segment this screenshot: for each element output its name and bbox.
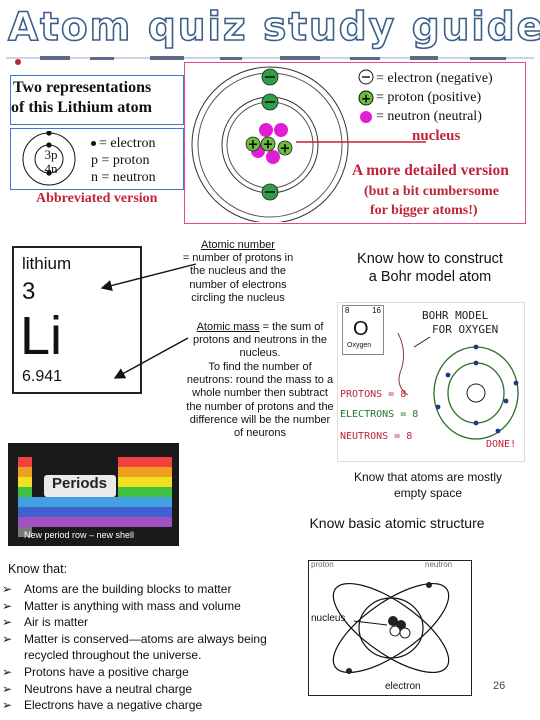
detailed-atom-diagram: + + + + bbox=[191, 66, 426, 222]
element-number: 3 bbox=[22, 278, 36, 305]
bohr-electrons: ELECTRONS = 8 bbox=[340, 409, 419, 420]
diagram-label-electron: electron bbox=[385, 681, 421, 692]
neutrons-tip: To find the number of neutrons: round th… bbox=[186, 361, 334, 440]
bohr-protons: PROTONS = 8 bbox=[340, 389, 407, 400]
electron-dot-icon bbox=[91, 141, 96, 147]
svg-text:+: + bbox=[248, 138, 259, 153]
abbreviated-caption: Abbreviated version bbox=[36, 191, 158, 206]
page-title: Atom quiz study guide bbox=[7, 4, 540, 51]
list-item: Matter is anything with mass and volume bbox=[0, 598, 270, 615]
diagram-label-top-right: neutron bbox=[425, 560, 453, 569]
periods-caption: New period row – new shell bbox=[24, 530, 135, 540]
bohr-neutrons: NEUTRONS = 8 bbox=[340, 431, 413, 442]
abbreviated-atom-box: 3p 4n = electron p = proton n = neutron bbox=[10, 128, 184, 190]
abbreviated-nucleus-label: 3p 4n bbox=[37, 148, 65, 176]
abbrev-neutrons: 4n bbox=[44, 161, 58, 176]
nucleus-cluster: + + + bbox=[245, 123, 293, 164]
diagram-label-nucleus: nucleus bbox=[311, 613, 346, 624]
atomic-number-text: = number of protons in the nucleus and t… bbox=[182, 252, 294, 304]
svg-text:+: + bbox=[361, 92, 371, 106]
list-item: Protons have a positive charge bbox=[0, 664, 270, 681]
svg-text:+: + bbox=[280, 142, 291, 157]
atomic-number-term: Atomic number bbox=[201, 239, 275, 251]
orbit-diagram bbox=[332, 582, 450, 674]
abbreviated-legend: = electron p = proton n = neutron bbox=[91, 136, 156, 185]
diagram-label-top-left: proton bbox=[311, 560, 334, 569]
detailed-legend: = electron (negative) = proton (positive… bbox=[376, 69, 493, 126]
bohr-heading: Know how to construct a Bohr model atom bbox=[357, 251, 503, 285]
element-mass: 6.941 bbox=[22, 368, 63, 385]
list-item: Neutrons have a neutral charge bbox=[0, 681, 270, 698]
bohr-model-sketch: 8 16 O Oxygen BOHR MODEL FOR OXYGEN PROT… bbox=[337, 302, 525, 462]
legend-electron: = electron (negative) bbox=[376, 71, 493, 86]
atomic-mass-term: Atomic mass bbox=[196, 321, 260, 333]
bohr-title: BOHR MODEL FOR OXYGEN bbox=[422, 309, 499, 336]
atomic-structure-diagram: nucleus electron proton neutron bbox=[308, 560, 472, 696]
legend-neutron: = neutron (neutral) bbox=[376, 109, 482, 124]
atomic-mass-text: = the sum of protons and neutrons in the… bbox=[193, 321, 327, 360]
structure-heading: Know basic atomic structure bbox=[309, 515, 485, 531]
representations-heading-line2: of this Lithium atom bbox=[11, 99, 152, 116]
detailed-caption-1: A more detailed version bbox=[352, 162, 509, 179]
abbrev-protons: 3p bbox=[44, 147, 58, 162]
know-that-list: Atoms are the building blocks to matter … bbox=[0, 581, 270, 714]
svg-text:+: + bbox=[263, 138, 274, 153]
periods-image: Periods New period row – new shell bbox=[8, 443, 179, 546]
title-underline-decoration bbox=[6, 56, 534, 65]
page-number: 26 bbox=[493, 680, 506, 692]
list-item: Electrons have a negative charge bbox=[0, 697, 270, 714]
atomic-mass-definition: Atomic mass = the sum of protons and neu… bbox=[186, 321, 334, 361]
list-item: Matter is conserved—atoms are always bei… bbox=[0, 631, 270, 664]
list-item: Air is matter bbox=[0, 614, 270, 631]
periodic-table-graphic bbox=[18, 457, 172, 537]
bohr-done: DONE! bbox=[486, 439, 517, 450]
atomic-number-definition: Atomic number = number of protons in the… bbox=[178, 239, 298, 305]
oxygen-card: 8 16 O Oxygen bbox=[342, 305, 384, 355]
detailed-atom-box bbox=[184, 62, 526, 224]
list-item: Atoms are the building blocks to matter bbox=[0, 581, 270, 598]
bohr-rings bbox=[397, 332, 519, 440]
element-symbol: Li bbox=[20, 306, 63, 366]
legend-proton: = proton (positive) bbox=[376, 90, 482, 105]
nucleus-label: nucleus bbox=[412, 128, 461, 144]
periods-title: Periods bbox=[52, 475, 108, 492]
representations-heading-box: Two representations of this Lithium atom bbox=[10, 75, 184, 125]
element-name: lithium bbox=[22, 254, 72, 273]
detailed-caption-3: for bigger atoms!) bbox=[370, 203, 478, 218]
know-that-heading: Know that: bbox=[8, 562, 68, 576]
empty-space-note: Know that atoms are mostly empty space bbox=[353, 470, 503, 500]
abbreviated-atom-diagram bbox=[22, 131, 76, 186]
representations-heading-line1: Two representations bbox=[13, 79, 152, 96]
detailed-caption-2: (but a bit cumbersome bbox=[364, 184, 499, 199]
